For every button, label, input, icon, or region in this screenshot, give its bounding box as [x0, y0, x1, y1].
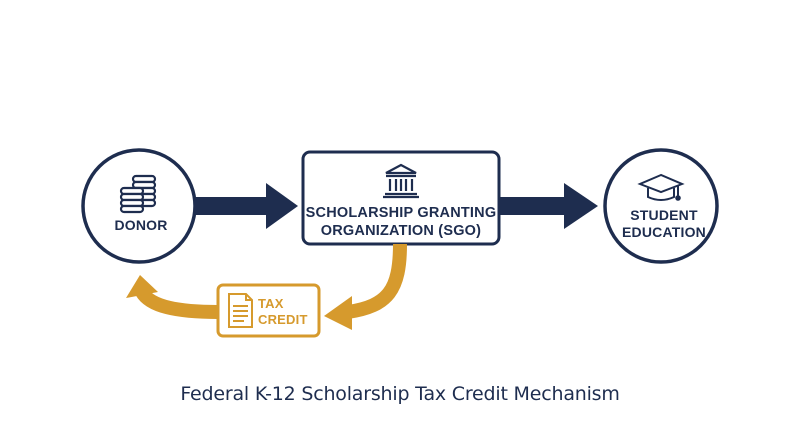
arrow-donor-to-sgo — [196, 183, 298, 229]
graduation-cap-icon — [637, 173, 685, 201]
coin-stack-icon — [119, 174, 157, 214]
tax-credit-label: TAX CREDIT — [258, 295, 308, 327]
bank-building-icon — [383, 163, 419, 199]
arrow-sgo-to-student — [499, 183, 598, 229]
student-node — [603, 148, 719, 264]
donor-label: DONOR — [114, 217, 168, 234]
document-icon — [228, 293, 253, 328]
arrow-sgo-to-tax-credit — [324, 243, 407, 330]
sgo-label: SCHOLARSHIP GRANTING ORGANIZATION (SGO) — [305, 204, 497, 239]
arrow-tax-credit-to-donor — [126, 275, 219, 319]
student-education-label: STUDENT EDUCATION — [622, 206, 706, 241]
diagram-caption: Federal K-12 Scholarship Tax Credit Mech… — [180, 383, 620, 405]
